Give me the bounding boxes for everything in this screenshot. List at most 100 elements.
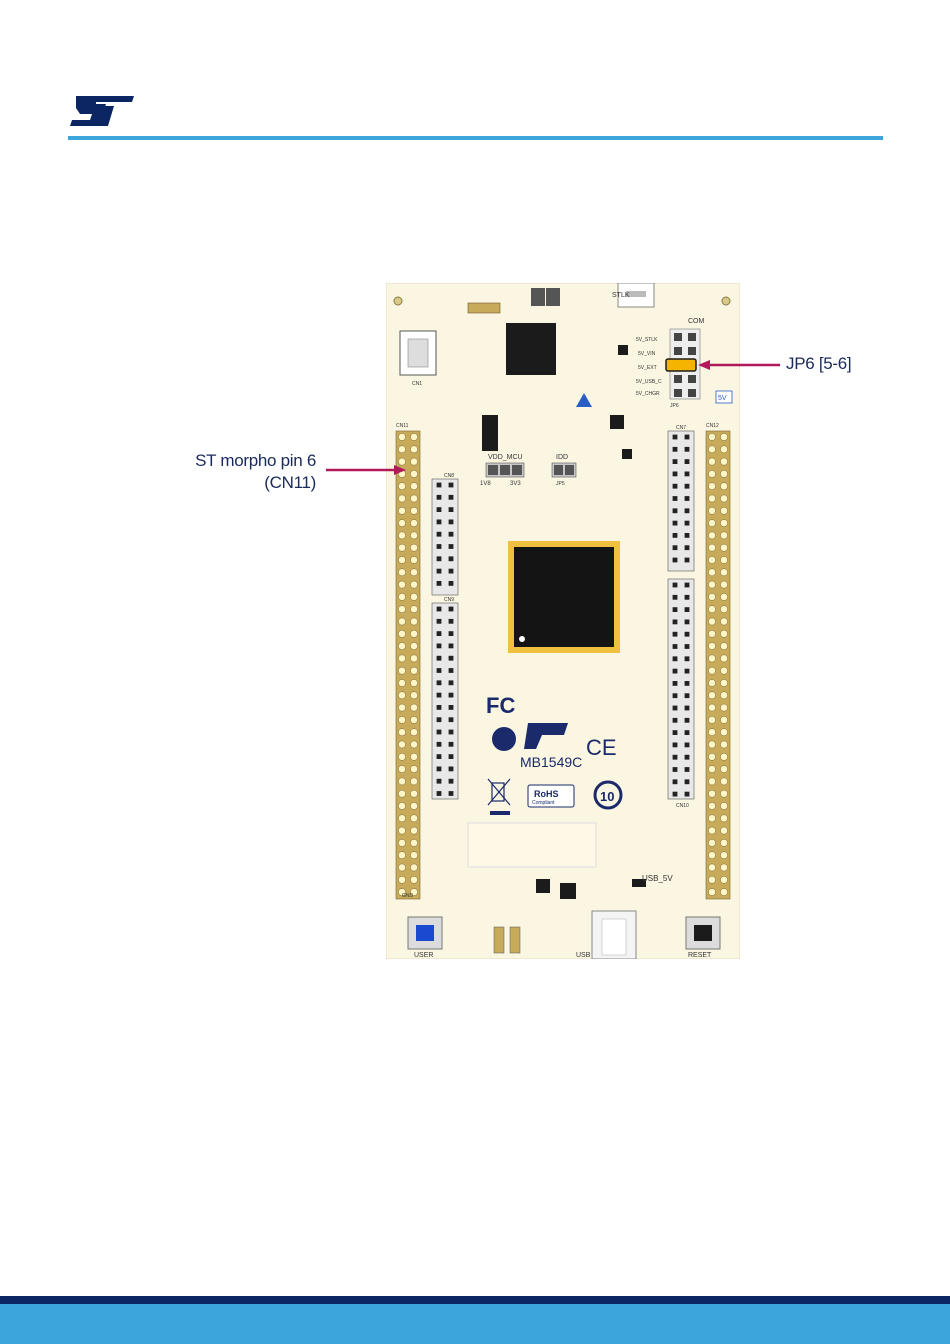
cn12-label: CN12 [706,423,719,429]
morpho-pin [720,458,727,465]
fc-logo: FC [486,693,515,718]
morpho-pin [708,495,715,502]
zio-pin [673,521,678,526]
zio-pin [685,755,690,760]
zio-pin [685,484,690,489]
zio-pin [673,459,678,464]
morpho-pin [410,815,417,822]
morpho-pin [410,741,417,748]
rohs-label: RoHS [534,789,559,799]
morpho-pin [410,704,417,711]
morpho-pin [398,679,405,686]
zio-pin [437,631,442,636]
zio-pin [685,792,690,797]
morpho-pin [398,741,405,748]
zio-pin [685,533,690,538]
morpho-pin [410,753,417,760]
power-label-1: 5V_VIN [638,351,656,357]
zio-pin [673,693,678,698]
morpho-pin [720,692,727,699]
zio-pin [673,496,678,501]
zio-pin [673,632,678,637]
morpho-pin [398,778,405,785]
morpho-pin [720,544,727,551]
morpho-pin [410,679,417,686]
zio-pin [685,693,690,698]
morpho-pin [708,544,715,551]
morpho-pin [410,692,417,699]
morpho-pin [398,520,405,527]
callout-morpho-pin: ST morpho pin 6 (CN11) [150,450,316,494]
zio-pin [449,607,454,612]
zio-pin [685,620,690,625]
morpho-pin [410,446,417,453]
v3v3-label: 3V3 [510,481,521,487]
cn11-label: CN11 [396,423,409,429]
zio-pin [673,607,678,612]
morpho-pin [398,544,405,551]
zio-pin [449,631,454,636]
morpho-pin [708,790,715,797]
morpho-pin [708,778,715,785]
morpho-pin [398,446,405,453]
morpho-pin [708,716,715,723]
zio-pin [685,607,690,612]
morpho-pin [720,470,727,477]
morpho-pin [410,544,417,551]
zio-pin [437,569,442,574]
morpho-pin [708,815,715,822]
morpho-pin [398,458,405,465]
morpho-pin [720,704,727,711]
zio-pin [449,619,454,624]
zio-pin [685,447,690,452]
morpho-pin [708,569,715,576]
morpho-pin [708,704,715,711]
zio-pin [685,730,690,735]
morpho-pin [398,507,405,514]
morpho-pin [720,630,727,637]
morpho-pin [708,458,715,465]
zio-pin [437,656,442,661]
zio-pin [685,496,690,501]
zio-pin [449,544,454,549]
morpho-pin [410,729,417,736]
morpho-pin [720,802,727,809]
zio-pin [449,779,454,784]
morpho-pin [410,569,417,576]
zio-pin [437,742,442,747]
morpho-pin [708,889,715,896]
morpho-pin [720,433,727,440]
zio-pin [685,583,690,588]
morpho-pin [410,778,417,785]
stlk-label: STLK [612,292,630,299]
zio-pin [437,730,442,735]
user-button-label: USER [414,952,433,959]
morpho-pin [720,593,727,600]
idd-label: IDD [556,454,568,461]
morpho-pin [708,839,715,846]
zio-pin [449,556,454,561]
morpho-pin [708,606,715,613]
zio-pin [673,472,678,477]
morpho-pin [410,655,417,662]
zio-pin [449,791,454,796]
morpho-pin [398,495,405,502]
morpho-pin [398,802,405,809]
morpho-pin [398,655,405,662]
morpho-pin [410,667,417,674]
zio-pin [673,484,678,489]
zio-pin [437,520,442,525]
morpho-pin [720,741,727,748]
morpho-pin [410,643,417,650]
morpho-pin [720,827,727,834]
morpho-pin [398,667,405,674]
morpho-pin [720,495,727,502]
morpho-pin [720,790,727,797]
cn1-label: CN1 [412,381,422,387]
zio-pin [673,767,678,772]
reset-button-label: RESET [688,952,712,959]
zio-pin [685,743,690,748]
zio-pin [437,607,442,612]
zio-pin [685,779,690,784]
morpho-pin [410,802,417,809]
